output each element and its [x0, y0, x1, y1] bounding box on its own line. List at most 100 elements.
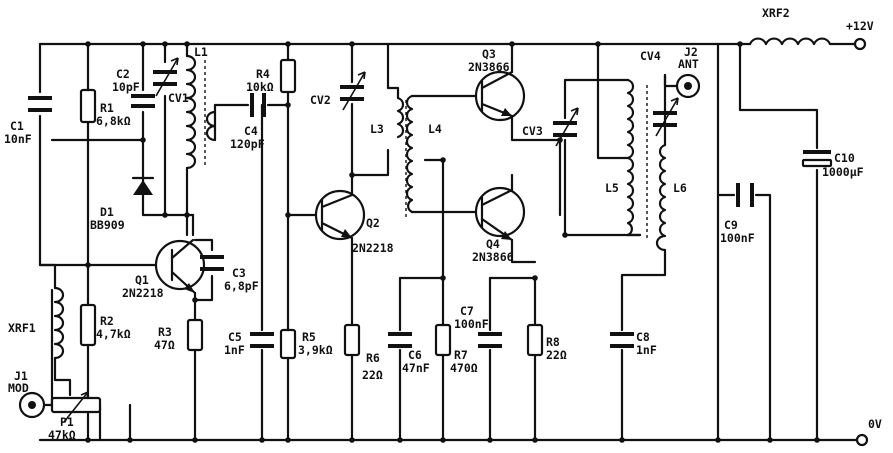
q2-ref: Q2 — [366, 216, 380, 230]
electrolytic-capacitor-c10: C10 1000µF — [801, 150, 864, 179]
r2-ref: R2 — [100, 314, 114, 328]
q1-ref: Q1 — [135, 273, 149, 287]
r2-value: 4,7kΩ — [96, 327, 131, 341]
l5-ref: L5 — [605, 181, 619, 195]
cv4-ref: CV4 — [640, 49, 661, 63]
c8-value: 1nF — [636, 343, 657, 357]
c9-value: 100nF — [720, 231, 755, 245]
r8-value: 22Ω — [546, 348, 567, 362]
c3-value: 6,8pF — [224, 279, 259, 293]
rf-choke-xrf2: XRF2 — [748, 6, 857, 46]
transformer-l5-l6: L5 L6 — [605, 78, 687, 252]
j1-ref: J1 — [14, 369, 28, 383]
transistor-q3: Q3 2N3866 — [468, 47, 526, 122]
resistor-r3: R3 47Ω — [154, 318, 204, 352]
r1-value: 6,8kΩ — [96, 114, 131, 128]
ground-label: 0V — [868, 417, 882, 431]
r3-value: 47Ω — [154, 338, 175, 352]
q1-value: 2N2218 — [122, 286, 164, 300]
r8-ref: R8 — [546, 335, 560, 349]
q3-value: 2N3866 — [468, 60, 510, 74]
c6-ref: C6 — [408, 348, 422, 362]
c2-value: 10pF — [112, 80, 140, 94]
r7-value: 470Ω — [450, 361, 478, 375]
xrf2-ref: XRF2 — [762, 6, 790, 20]
variable-capacitor-cv2: CV2 — [310, 71, 366, 111]
capacitor-c3: C3 6,8pF — [200, 255, 259, 293]
resistor-r1: R1 6,8kΩ — [79, 88, 131, 128]
cv3-ref: CV3 — [522, 124, 543, 138]
varicap-diode-d1: D1 BB909 — [90, 168, 155, 232]
c10-value: 1000µF — [822, 165, 864, 179]
r4-ref: R4 — [256, 67, 270, 81]
c8-ref: C8 — [636, 330, 650, 344]
transformer-l3-l4: L3 L4 — [370, 94, 442, 220]
p1-ref: P1 — [60, 415, 74, 429]
potentiometer-p1: P1 47kΩ — [48, 391, 102, 442]
l1-ref: L1 — [194, 45, 208, 59]
r7-ref: R7 — [454, 348, 468, 362]
c1-value: 10nF — [4, 132, 32, 146]
d1-ref: D1 — [100, 205, 114, 219]
c4-value: 120pF — [230, 137, 265, 151]
j2-ref: J2 — [684, 45, 698, 59]
cv1-ref: CV1 — [168, 91, 189, 105]
variable-capacitor-cv3: CV3 — [522, 107, 579, 147]
capacitor-c2: C2 10pF — [112, 67, 155, 108]
capacitor-c6: C6 47nF — [388, 332, 430, 375]
l4-ref: L4 — [428, 122, 442, 136]
capacitor-c8: C8 1nF — [610, 330, 657, 357]
r1-ref: R1 — [100, 101, 114, 115]
r3-ref: R3 — [158, 325, 172, 339]
d1-value: BB909 — [90, 218, 125, 232]
variable-capacitor-cv4: CV4 — [640, 49, 679, 137]
cv2-ref: CV2 — [310, 93, 331, 107]
transistor-q1: Q1 2N2218 — [122, 238, 206, 300]
q4-value: 2N3866 — [472, 250, 514, 264]
capacitor-c9: C9 100nF — [720, 183, 755, 245]
supply-terminal: +12V — [846, 19, 874, 51]
q3-ref: Q3 — [482, 47, 496, 61]
junction-dots — [85, 41, 820, 443]
c1-ref: C1 — [10, 119, 24, 133]
r6-ref: R6 — [366, 351, 380, 365]
variable-capacitor-cv1: CV1 — [153, 57, 189, 105]
resistor-r5: R5 3,9kΩ — [279, 328, 333, 360]
resistor-r2: R2 4,7kΩ — [79, 303, 131, 347]
c5-ref: C5 — [228, 330, 242, 344]
c7-value: 100nF — [454, 317, 489, 331]
ground-terminal: 0V — [855, 417, 882, 447]
r6-value: 22Ω — [362, 368, 383, 382]
wires — [38, 42, 862, 442]
p1-value: 47kΩ — [48, 428, 76, 442]
capacitor-c5: C5 1nF — [224, 330, 274, 357]
transistor-q2: Q2 2N2218 — [314, 189, 394, 255]
c2-ref: C2 — [116, 67, 130, 81]
j1-name: MOD — [8, 381, 29, 395]
resistor-r7: R7 470Ω — [434, 323, 478, 375]
xrf1-ref: XRF1 — [8, 321, 36, 335]
c9-ref: C9 — [724, 218, 738, 232]
q2-value: 2N2218 — [352, 241, 394, 255]
c7-ref: C7 — [460, 304, 474, 318]
rf-choke-xrf1: XRF1 — [8, 286, 72, 397]
connector-j1: J1 MOD — [8, 369, 46, 419]
r4-value: 10kΩ — [246, 80, 274, 94]
c4-ref: C4 — [244, 124, 258, 138]
inductor-l1: L1 — [185, 45, 217, 170]
resistor-r6: R6 22Ω — [343, 323, 383, 382]
l6-ref: L6 — [673, 181, 687, 195]
j2-name: ANT — [678, 57, 699, 71]
q4-ref: Q4 — [486, 237, 500, 251]
c10-ref: C10 — [834, 151, 855, 165]
l3-ref: L3 — [370, 122, 384, 136]
r5-ref: R5 — [302, 330, 316, 344]
c6-value: 47nF — [402, 361, 430, 375]
c5-value: 1nF — [224, 343, 245, 357]
r5-value: 3,9kΩ — [298, 343, 333, 357]
capacitor-c4: C4 120pF — [230, 93, 266, 151]
supply-label: +12V — [846, 19, 874, 33]
capacitor-c1: C1 10nF — [4, 96, 52, 146]
transistor-q4: Q4 2N3866 — [472, 186, 526, 264]
